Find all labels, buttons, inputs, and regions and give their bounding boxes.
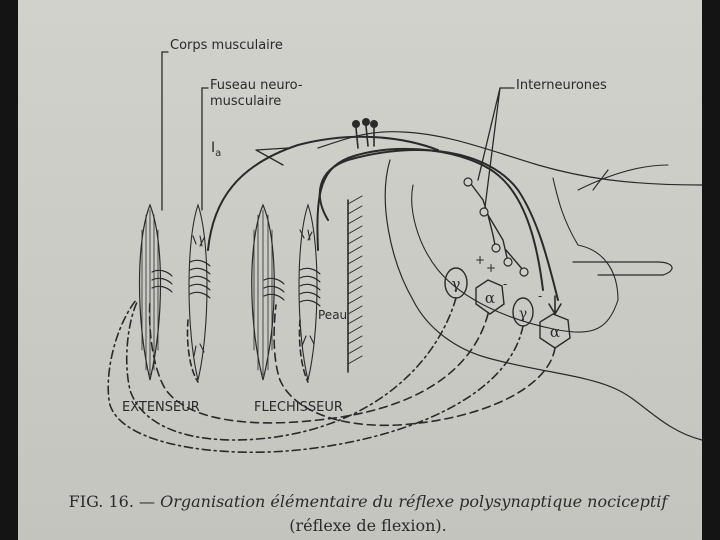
symbol-alpha-extenseur: α xyxy=(485,289,495,307)
ia-afferent-flechisseur xyxy=(317,149,543,290)
sign-minus-2: - xyxy=(538,289,542,303)
figure-title: Organisation élémentaire du réflexe poly… xyxy=(160,492,667,511)
figure-page: γ α γ α + + - - Corps musculaire Fuseau … xyxy=(18,0,702,540)
symbol-gamma-extenseur: γ xyxy=(452,275,461,293)
label-peau: Peau xyxy=(318,308,347,322)
central-canal xyxy=(573,262,672,275)
leader-corps xyxy=(162,52,168,210)
muscle-flechisseur xyxy=(252,205,275,380)
label-ia-sub: a xyxy=(215,148,221,159)
reflex-diagram: γ α γ α + + - - xyxy=(18,0,702,480)
label-fuseau-line1: Fuseau neuro- xyxy=(210,78,303,93)
symbol-gamma-flechisseur: γ xyxy=(519,306,527,322)
figure-number: FIG. 16. — xyxy=(69,492,155,511)
skin-afferent xyxy=(320,150,558,300)
label-fuseau-line2: musculaire xyxy=(210,94,281,109)
ia-afferent-extenseur xyxy=(208,137,438,250)
sign-minus-1: - xyxy=(503,277,507,291)
grey-matter-outline xyxy=(412,178,618,332)
efferent-gamma-extenseur xyxy=(127,298,456,440)
label-ia: Ia xyxy=(211,140,221,159)
figure-caption-line1: FIG. 16. — Organisation élémentaire du r… xyxy=(38,492,698,511)
label-interneurones: Interneurones xyxy=(516,78,607,93)
leader-fuseau xyxy=(202,88,208,210)
figure-caption-line2: (réflexe de flexion). xyxy=(38,516,698,535)
arrow-to-alpha-flechisseur xyxy=(549,296,561,314)
symbol-alpha-flechisseur: α xyxy=(550,323,560,341)
sign-plus-2: + xyxy=(486,261,496,275)
spinal-cord-outline xyxy=(318,132,702,440)
label-flechisseur: FLECHISSEUR xyxy=(254,400,343,415)
label-extenseur: EXTENSEUR xyxy=(122,400,200,415)
sign-plus-1: + xyxy=(475,253,485,267)
figure-subtitle: (réflexe de flexion). xyxy=(289,516,446,535)
muscle-extenseur xyxy=(140,205,161,380)
label-corps-musculaire: Corps musculaire xyxy=(170,38,283,53)
skin-peau xyxy=(348,196,362,372)
motor-ending-extenseur xyxy=(152,270,172,292)
spindle-extenseur xyxy=(189,205,210,380)
